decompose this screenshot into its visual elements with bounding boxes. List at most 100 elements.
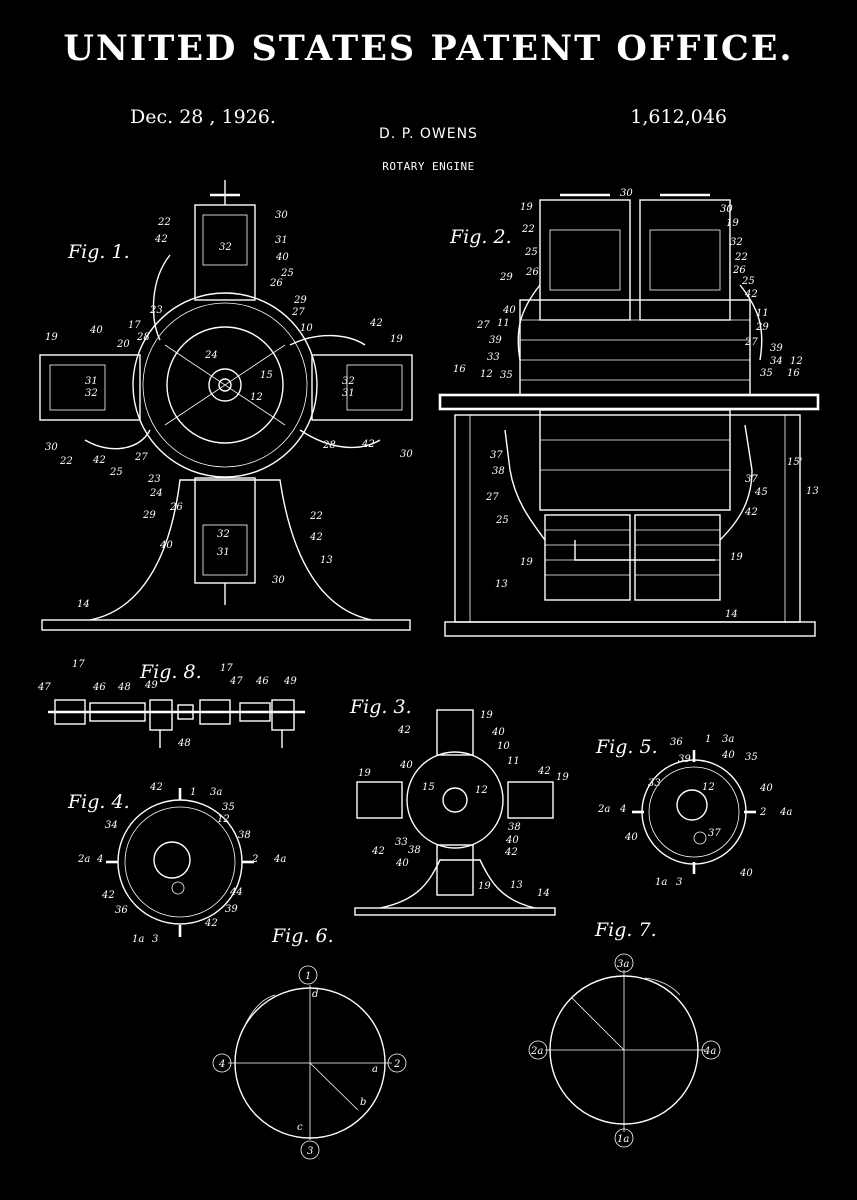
svg-text:26: 26 <box>732 265 746 276</box>
fig6-label-c: c <box>297 1122 303 1133</box>
fig5-housing <box>641 759 747 865</box>
svg-text:12: 12 <box>702 782 715 793</box>
fig2-lower-left-cylinder <box>544 514 631 601</box>
svg-text:38: 38 <box>492 466 505 477</box>
svg-text:42: 42 <box>744 507 758 518</box>
svg-text:32: 32 <box>342 376 355 387</box>
fig6-label-bottom: 3 <box>307 1146 313 1157</box>
svg-text:19: 19 <box>478 881 491 892</box>
svg-text:1: 1 <box>190 787 196 798</box>
svg-text:44: 44 <box>229 887 243 898</box>
svg-text:22: 22 <box>59 456 73 467</box>
svg-text:47: 47 <box>229 676 243 687</box>
fig7-label-left: 2a <box>530 1046 543 1057</box>
invention-subject: ROTARY ENGINE <box>382 160 475 173</box>
svg-text:39: 39 <box>489 335 502 346</box>
fig3-label: Fig. 3. <box>349 696 412 718</box>
svg-text:12: 12 <box>217 814 230 825</box>
svg-text:19: 19 <box>730 552 743 563</box>
svg-text:4: 4 <box>96 854 103 865</box>
fig7-marker-1a <box>614 1128 634 1148</box>
svg-text:15': 15' <box>787 457 802 468</box>
fig6-label: Fig. 6. <box>271 925 334 947</box>
svg-text:26: 26 <box>169 502 183 513</box>
fig7-timing-diagram: Fig. 7. 3a 4a 1a 2a <box>528 919 721 1148</box>
fig2-base <box>444 621 816 637</box>
svg-text:32: 32 <box>217 529 230 540</box>
svg-text:25: 25 <box>280 268 294 279</box>
svg-text:25: 25 <box>741 276 755 287</box>
svg-text:25: 25 <box>109 467 123 478</box>
fig2-lower-right-cylinder <box>634 514 721 601</box>
svg-text:33: 33 <box>648 778 661 789</box>
svg-text:13: 13 <box>320 555 333 566</box>
svg-text:46: 46 <box>255 676 269 687</box>
svg-text:32: 32 <box>219 242 232 253</box>
svg-text:35: 35 <box>745 752 758 763</box>
svg-text:38: 38 <box>238 830 251 841</box>
svg-text:37: 37 <box>708 828 721 839</box>
svg-text:19: 19 <box>358 768 371 779</box>
svg-text:12: 12 <box>790 356 803 367</box>
svg-text:14: 14 <box>537 888 550 899</box>
svg-text:19: 19 <box>520 557 533 568</box>
svg-text:47: 47 <box>37 682 51 693</box>
fig6-label-left: 4 <box>218 1059 225 1070</box>
svg-text:1a: 1a <box>655 877 667 888</box>
svg-text:42: 42 <box>309 532 323 543</box>
fig6-label-a: a <box>372 1064 378 1075</box>
svg-text:1: 1 <box>705 734 711 745</box>
svg-text:2a: 2a <box>77 854 90 865</box>
svg-text:25: 25 <box>524 247 538 258</box>
svg-text:13: 13 <box>510 880 523 891</box>
fig1-left-cylinder <box>39 354 141 421</box>
fig2-central-hub <box>519 299 751 396</box>
svg-text:11: 11 <box>507 756 520 767</box>
svg-text:30: 30 <box>400 449 413 460</box>
fig6-label-b: b <box>360 1097 366 1108</box>
fig7-label: Fig. 7. <box>594 919 657 941</box>
svg-text:36: 36 <box>115 905 128 916</box>
fig6-marker-4 <box>212 1053 232 1073</box>
svg-text:26: 26 <box>269 278 283 289</box>
patent-date: Dec. 28 , 1926. <box>130 106 276 128</box>
svg-text:31: 31 <box>342 388 355 399</box>
fig7-marker-4a <box>701 1040 721 1060</box>
fig1-rotor-outer <box>132 292 318 478</box>
svg-text:19: 19 <box>45 332 58 343</box>
svg-text:30: 30 <box>45 442 58 453</box>
svg-text:27: 27 <box>291 307 305 318</box>
svg-text:42: 42 <box>204 918 218 929</box>
svg-text:27: 27 <box>485 492 499 503</box>
fig1-right-cylinder <box>311 354 413 421</box>
svg-text:32: 32 <box>730 237 743 248</box>
svg-text:16: 16 <box>787 368 800 379</box>
fig6-label-right: 2 <box>393 1059 400 1070</box>
svg-text:40: 40 <box>624 832 638 843</box>
svg-text:2a: 2a <box>597 804 610 815</box>
svg-text:4a: 4a <box>273 854 286 865</box>
fig6-timing-diagram: Fig. 6. 1 2 3 4 a b c d <box>212 925 407 1160</box>
fig1-base-plate <box>41 619 411 631</box>
svg-text:27: 27 <box>476 320 490 331</box>
svg-text:27: 27 <box>744 337 758 348</box>
svg-text:40: 40 <box>491 727 505 738</box>
svg-text:15: 15 <box>422 782 435 793</box>
svg-text:33: 33 <box>395 837 408 848</box>
svg-text:17: 17 <box>128 320 141 331</box>
svg-text:19: 19 <box>726 218 739 229</box>
svg-text:31: 31 <box>217 547 230 558</box>
svg-text:4: 4 <box>619 804 626 815</box>
svg-text:12: 12 <box>250 392 263 403</box>
svg-text:48: 48 <box>117 682 131 693</box>
svg-text:40: 40 <box>275 252 289 263</box>
svg-text:23: 23 <box>147 474 161 485</box>
fig6-marker-2 <box>387 1053 407 1073</box>
svg-text:16: 16 <box>453 364 466 375</box>
svg-text:40: 40 <box>159 540 173 551</box>
fig2-right-cylinder <box>639 199 731 321</box>
svg-text:37: 37 <box>490 450 503 461</box>
svg-text:26: 26 <box>525 267 539 278</box>
